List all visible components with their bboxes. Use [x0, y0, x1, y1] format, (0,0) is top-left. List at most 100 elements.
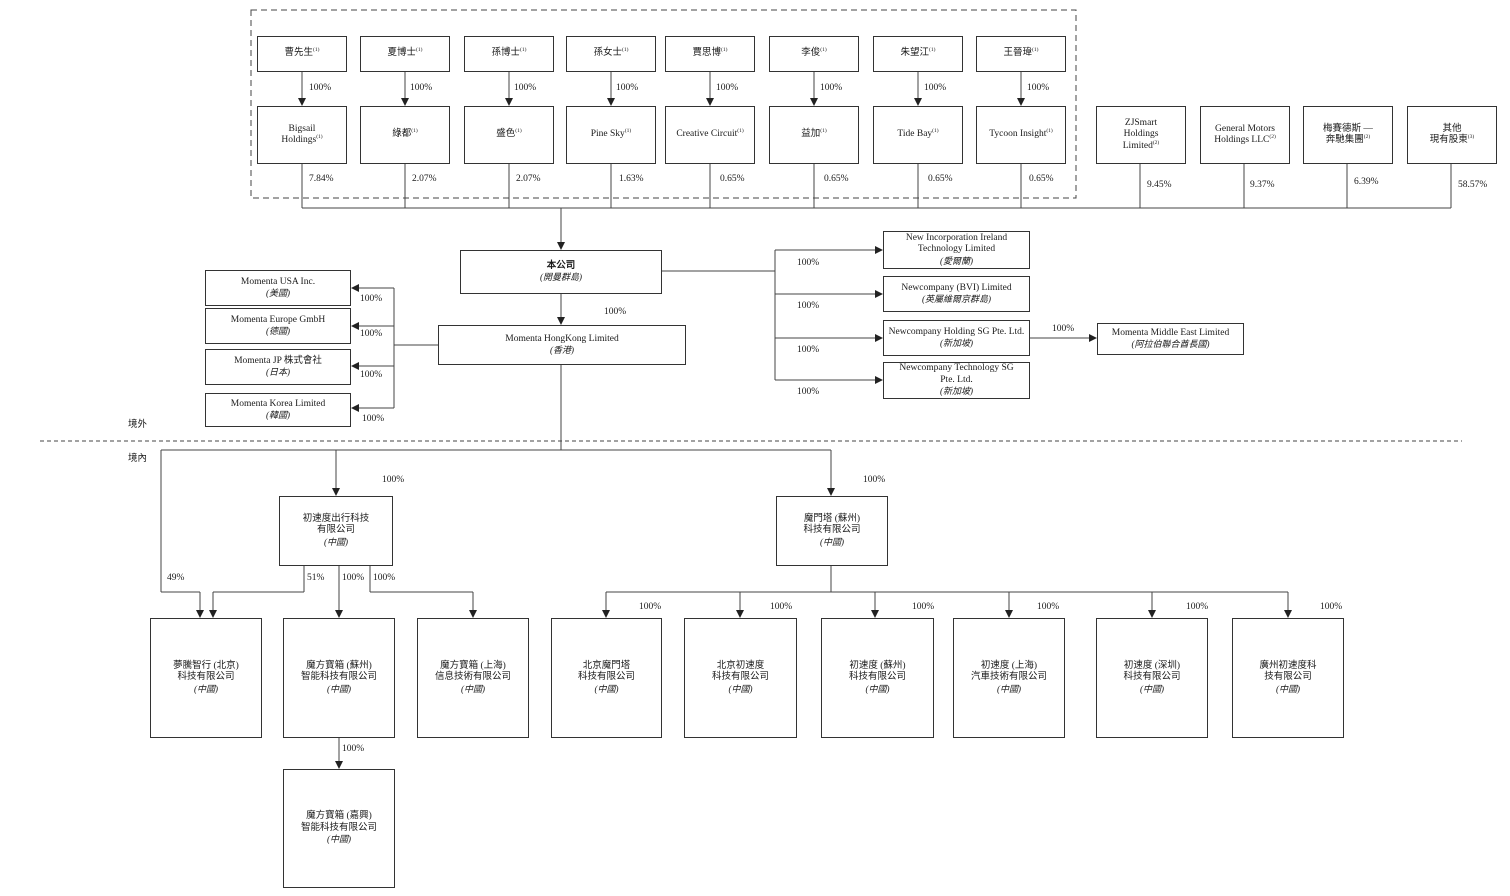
holding-yijia-name: 益加: [801, 129, 821, 140]
sub-newcompany-bvi: Newcompany (BVI) Limited (英屬維爾京群島): [883, 276, 1030, 312]
mofang-shanghai-line1: 魔方寶箱 (上海): [440, 660, 506, 671]
mofang-shanghai-box: 魔方寶箱 (上海) 信息技術有限公司 (中國): [417, 618, 529, 738]
ownership-label: 100%: [797, 301, 820, 311]
ownership-label: 100%: [797, 387, 820, 397]
footnote-marker: (1): [1046, 128, 1053, 135]
footnote-marker: (3): [1467, 133, 1475, 140]
sub-jp-name: Momenta JP 株式會社: [234, 355, 322, 366]
sub-ireland-line2: Technology Limited: [917, 244, 996, 255]
shareholder-sun-dr: 孫博士(1): [464, 36, 554, 72]
investor-zjsmart-line1: ZJSmart: [1124, 117, 1158, 128]
shareholder-zhu: 朱望江(1): [873, 36, 963, 72]
shareholder-zhu-name: 朱望江: [900, 48, 930, 59]
ownership-label: 100%: [616, 83, 639, 93]
investor-mercedes-line2: 奔馳集團: [1325, 135, 1364, 145]
sub-ireland-line1: New Incorporation Ireland: [905, 232, 1008, 243]
mengteng-region: (中國): [194, 683, 218, 694]
sub-korea-name: Momenta Korea Limited: [230, 398, 326, 409]
sub-momenta-europe: Momenta Europe GmbH (德國): [205, 308, 351, 344]
sub-bvi-line1: Newcompany (BVI) Limited: [901, 282, 1012, 293]
stake-label: 0.65%: [928, 174, 953, 184]
investor-zjsmart: ZJSmart Holdings Limited(2): [1096, 106, 1186, 164]
shareholder-cao: 曹先生(1): [257, 36, 347, 72]
founder-arrows: [298, 72, 1025, 106]
holding-bigsail-line2: Holdings: [281, 135, 317, 145]
investor-gm-line1: General Motors: [1215, 123, 1275, 134]
investor-others-line2: 現有股東: [1429, 135, 1468, 145]
onshore-sub-box: 廣州初速度科 技有限公司 (中國): [1232, 618, 1344, 738]
shareholder-xia-name: 夏博士: [387, 48, 417, 59]
onshore-sub-line2: 科技有限公司: [577, 672, 635, 683]
sub-momenta-korea: Momenta Korea Limited (韓國): [205, 393, 351, 427]
momenta-suzhou-region: (中國): [820, 536, 844, 547]
mofang-suzhou-region: (中國): [327, 683, 351, 694]
footnote-marker: (1): [411, 128, 418, 135]
investor-zjsmart-line2: Holdings: [1123, 129, 1159, 140]
holding-bigsail-line1: Bigsail: [288, 123, 316, 134]
stake-label: 9.37%: [1250, 180, 1275, 190]
ownership-label: 100%: [342, 573, 365, 583]
onshore-sub-line2: 科技有限公司: [711, 672, 769, 683]
footnote-marker: (1): [313, 47, 320, 54]
chusudu-chuxing-line2: 有限公司: [316, 525, 355, 536]
sub-newcompany-technology-sg: Newcompany Technology SG Pte. Ltd. (新加坡): [883, 362, 1030, 399]
sub-techsg-line1: Newcompany Technology SG: [899, 363, 1014, 374]
sub-ireland-region: (愛爾蘭): [940, 255, 973, 266]
shareholder-xia: 夏博士(1): [360, 36, 450, 72]
sub-middle-east: Momenta Middle East Limited (阿拉伯聯合酋長國): [1097, 323, 1244, 355]
mofang-shanghai-region: (中國): [461, 683, 485, 694]
onshore-sub-box: 北京初速度 科技有限公司 (中國): [684, 618, 797, 738]
sub-usa-region: (美國): [266, 288, 290, 298]
shareholder-sun-ms-name: 孫女士: [593, 48, 623, 59]
holding-shengse: 盛色(1): [464, 106, 554, 164]
shareholder-li-name: 李俊: [801, 48, 821, 59]
company-box: 本公司 (開曼群島): [460, 250, 662, 294]
holding-tycoon-name: Tycoon Insight: [989, 129, 1047, 140]
shareholder-sun-ms: 孫女士(1): [566, 36, 656, 72]
mengteng-line2: 科技有限公司: [177, 672, 235, 683]
onshore-sub-line1: 初速度 (上海): [980, 660, 1038, 671]
mengteng-box: 夢騰智行 (北京) 科技有限公司 (中國): [150, 618, 262, 738]
onshore-sub-box: 初速度 (深圳) 科技有限公司 (中國): [1096, 618, 1208, 738]
momenta-suzhou-box: 魔門塔 (蘇州) 科技有限公司 (中國): [776, 496, 888, 566]
ownership-label: 100%: [373, 573, 396, 583]
sub-usa-name: Momenta USA Inc.: [240, 276, 316, 287]
onshore-label: 境內: [128, 454, 148, 464]
holding-tidebay-name: Tide Bay: [897, 129, 933, 140]
ownership-label: 49%: [167, 573, 185, 583]
investor-mercedes: 梅賽德斯 — 奔馳集團(2): [1303, 106, 1393, 164]
shareholder-wang-name: 王晉瑋: [1003, 48, 1033, 59]
sub-europe-name: Momenta Europe GmbH: [230, 314, 326, 325]
ownership-label: 51%: [307, 573, 325, 583]
middle-east-name: Momenta Middle East Limited: [1111, 327, 1230, 338]
footnote-marker: (1): [515, 128, 522, 135]
footnote-marker: (1): [520, 47, 527, 54]
hongkong-box: Momenta HongKong Limited (香港): [438, 325, 686, 365]
stake-label: 0.65%: [1029, 174, 1054, 184]
stake-label: 0.65%: [824, 174, 849, 184]
onshore-sub-line1: 北京魔門塔: [582, 660, 631, 671]
onshore-sub-box: 初速度 (上海) 汽車技術有限公司 (中國): [953, 618, 1065, 738]
ownership-label: 100%: [797, 258, 820, 268]
sub-momenta-usa: Momenta USA Inc. (美國): [205, 270, 351, 306]
sub-holdingsg-line1: Newcompany Holding SG Pte. Ltd.: [888, 326, 1025, 337]
ownership-label: 100%: [309, 83, 332, 93]
mofang-suzhou-line2: 智能科技有限公司: [300, 672, 377, 683]
ownership-label: 100%: [797, 345, 820, 355]
stake-label: 7.84%: [309, 174, 334, 184]
stake-label: 58.57%: [1458, 180, 1488, 190]
investor-mercedes-line1: 梅賽德斯 —: [1323, 123, 1373, 134]
sub-jp-region: (日本): [266, 367, 290, 377]
onshore-sub-line2: 汽車技術有限公司: [970, 672, 1047, 683]
footnote-marker: (2): [1269, 133, 1276, 140]
onshore-sub-line1: 初速度 (深圳): [1123, 660, 1181, 671]
ownership-label: 100%: [362, 414, 385, 424]
shareholder-wang: 王晉瑋(1): [976, 36, 1066, 72]
shareholder-li: 李俊(1): [769, 36, 859, 72]
footnote-marker: (1): [929, 47, 936, 54]
hongkong-region: (香港): [550, 345, 574, 355]
onshore-sub-region: (中國): [1140, 683, 1164, 694]
onshore-sub-line2: 科技有限公司: [1123, 672, 1181, 683]
footnote-marker: (1): [932, 128, 939, 135]
mofang-jiaxing-region: (中國): [327, 834, 351, 845]
